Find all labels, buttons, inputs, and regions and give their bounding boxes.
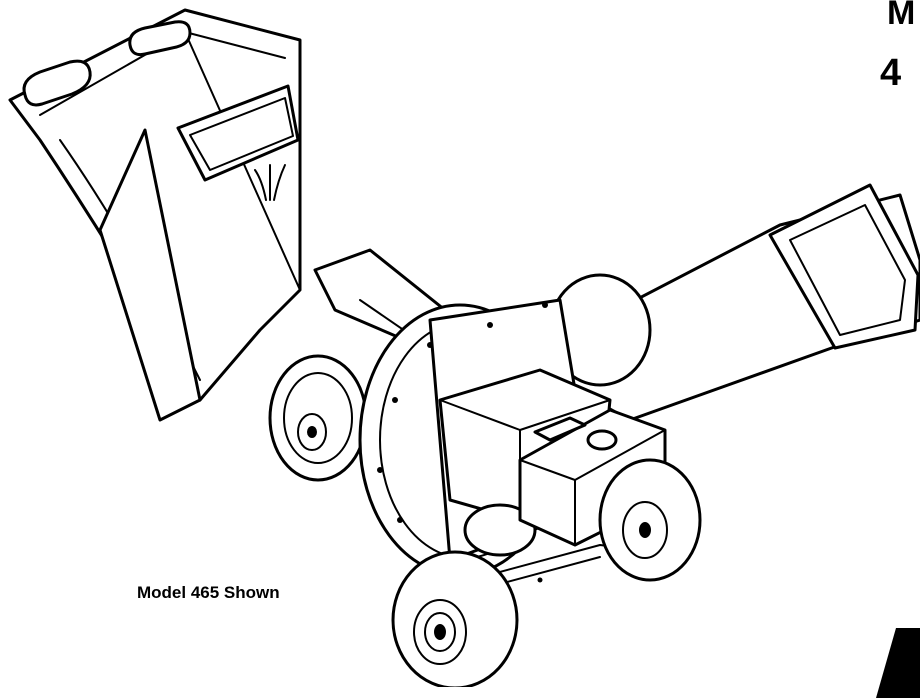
hopper-handle-right [128,20,192,57]
hopper-window [176,84,300,182]
cropped-title-fragment: M [887,0,916,32]
chute-opening [768,183,920,350]
tree-logo-icon [254,164,286,201]
hopper [8,8,302,422]
figure-caption: Model 465 Shown [137,583,280,602]
rear-left-wheel [268,354,368,482]
fuel-cap [586,429,618,451]
hopper-handle-left [22,59,92,107]
air-filter [463,503,537,557]
front-right-wheel [598,458,702,582]
cropped-graphic-fragment [876,628,920,698]
cropped-model-number-fragment: 4 [880,52,902,94]
front-left-wheel [391,550,519,687]
